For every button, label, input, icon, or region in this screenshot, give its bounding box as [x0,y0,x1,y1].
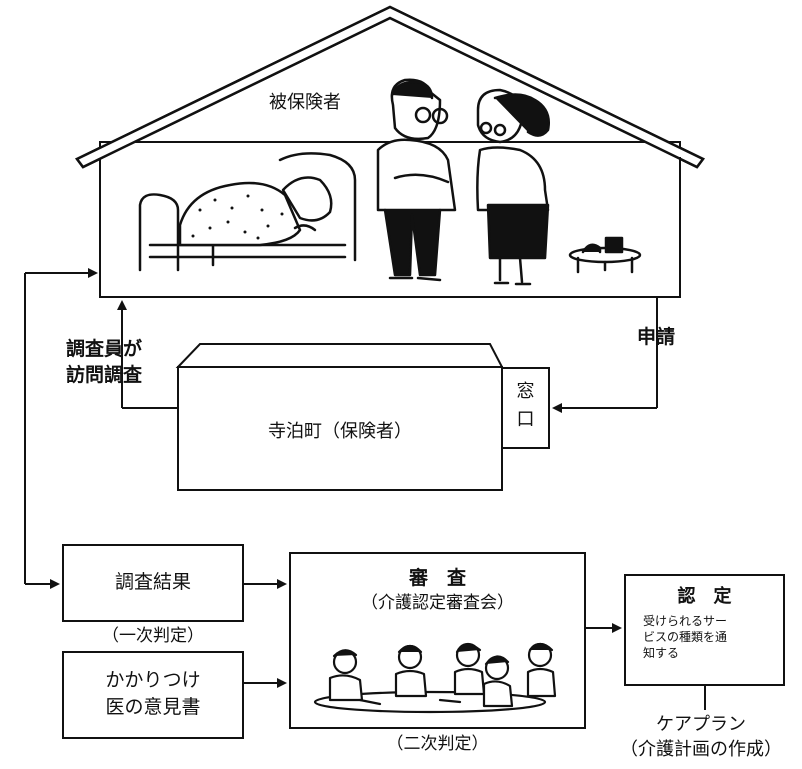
bed-illustration [138,152,357,272]
certification-box [624,574,785,686]
window-box [501,367,550,449]
doctor-opinion-line1: かかりつけ [105,669,201,691]
certification-desc-line2: ビスの種類を通 [643,630,728,644]
woman-illustration [476,88,550,286]
survey-visit-label: 調査員が 訪問調査 [66,336,142,388]
man-illustration [376,78,457,282]
survey-visit-line2: 訪問調査 [66,364,143,386]
apply-label: 申請 [637,326,676,348]
survey-result-box [62,544,244,622]
doctor-opinion-label: かかりつけ 医の意見書 [63,667,243,721]
care-plan-line1: ケアプラン [656,714,746,735]
review-title: 審 査 [408,567,466,589]
review-subtitle: （介護認定審査会） [361,593,514,613]
tea-table-illustration [568,236,642,274]
town-office-box [175,343,504,491]
doctor-opinion-line2: 医の意見書 [105,696,201,718]
connector-lines [24,268,706,710]
survey-visit-line1: 調査員が [66,338,143,360]
window-line1: 窓 [516,381,535,402]
second-judgment-caption: （二次判定） [386,734,489,754]
first-judgment-caption: （一次判定） [102,626,204,646]
care-plan-line2: （介護計画の作成） [620,739,782,760]
care-plan-label: ケアプラン （介護計画の作成） [602,712,800,762]
certification-title: 認 定 [677,586,732,607]
meeting-illustration [313,642,557,714]
town-office-label: 寺泊町（保険者） [268,421,412,442]
insured-label: 被保険者 [269,92,341,113]
certification-desc-line1: 受けられるサー [643,614,728,628]
window-line2: 口 [516,409,535,430]
survey-result-label: 調査結果 [114,571,191,593]
window-label: 窓 口 [502,378,549,434]
certification-desc: 受けられるサー ビスの種類を通 知する [643,613,727,661]
certification-desc-line3: 知する [643,646,680,660]
doctor-opinion-box [62,651,244,739]
